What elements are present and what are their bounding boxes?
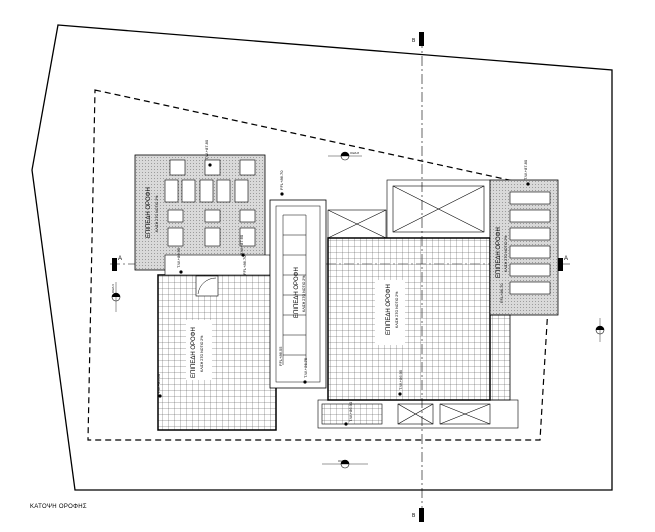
- level-ffl-8670b: FFL+86.70: [242, 255, 247, 275]
- level-tw-8780b: T.W.+87.80: [523, 159, 528, 180]
- roof-label-r: ΕΠΙΠΕΔΗ ΟΡΟΦΗ: [496, 227, 502, 278]
- roof-label-ll: ΕΠΙΠΕΔΗ ΟΡΟΦΗ: [191, 327, 197, 378]
- roof-label-stair: ΕΠΙΠΕΔΗ ΟΡΟΦΗ: [294, 267, 300, 318]
- section-a-right: A: [564, 256, 568, 262]
- section-cut-top: [419, 32, 424, 46]
- level-tw-8690: T.W.+86.90: [348, 401, 353, 422]
- level-tw-8550: T.W.+85.50: [156, 373, 161, 394]
- level-markers: [158, 163, 530, 426]
- benchmark-top-label: ΟΘΑ 8: [350, 151, 359, 155]
- roof-sublabel-ul: ΚΛΙΣΗ ΣΤΟ ΝΟΤΙΟ 2%: [155, 196, 159, 232]
- roof-central: ΕΠΙΠΕΔΗ ΟΡΟΦΗ ΚΛΙΣΗ ΣΤΟ ΝΟΤΙΟ 2%: [327, 237, 491, 401]
- section-cut-bottom: [419, 508, 424, 522]
- benchmark-bottom-label: ΟΘΑ 4: [338, 459, 347, 463]
- roof-sublabel-stair: ΚΛΙΣΗ ΣΤΟ ΝΟΤΙΟ 2%: [302, 276, 306, 312]
- level-ffl-8655: FFL+86.55: [278, 346, 283, 366]
- section-label-bottom: B: [412, 513, 416, 519]
- roof-sublabel-r: ΚΛΙΣΗ ΣΤΟ ΝΟΤΙΟ 2%: [504, 236, 508, 272]
- level-tw-8780: T.W.+87.80: [204, 139, 209, 160]
- level-tw-8695: T.W.+86.95: [176, 247, 181, 268]
- skylight-boxes-bottom: [317, 399, 519, 429]
- benchmark-top: ΟΘΑ 8: [328, 151, 362, 161]
- level-tw-8760: T.W.+87.60: [239, 234, 244, 255]
- roof-label-c: ΕΠΙΠΕΔΗ ΟΡΟΦΗ: [386, 284, 392, 335]
- level-ffl-8670c: FFL+86.70: [499, 283, 504, 303]
- drawing-caption: ΚΑΤΟΨΗ ΟΡΟΦΗΣ: [30, 504, 87, 510]
- level-ffl-8670: FFL+86.70: [279, 170, 284, 190]
- roof-label-ul: ΕΠΙΠΕΔΗ ΟΡΟΦΗ: [146, 187, 152, 238]
- level-tw-8695b: T.W.+86.95: [398, 369, 403, 390]
- benchmark-bottom: ΟΘΑ 4: [322, 459, 368, 469]
- skylight-boxes-top: [327, 179, 491, 239]
- roof-right-lower: [489, 314, 511, 401]
- level-annotations: T.W.+87.80 FFL+86.70 T.W.+86.95 T.W.+87.…: [156, 139, 528, 422]
- roof-upper-left: ΕΠΙΠΕΔΗ ΟΡΟΦΗ ΚΛΙΣΗ ΣΤΟ ΝΟΤΙΟ 2%: [134, 154, 266, 271]
- benchmark-left: ΟΘΑ 6: [111, 282, 121, 312]
- section-label-top: B: [412, 38, 416, 44]
- benchmark-right: [595, 318, 605, 342]
- roof-lower-left: ΕΠΙΠΕΔΗ ΟΡΟΦΗ ΚΛΙΣΗ ΣΤΟ ΝΟΤΙΟ 2%: [157, 274, 277, 431]
- section-cut-right: [558, 258, 563, 271]
- setback-line: [87, 89, 556, 441]
- roof-right: ΕΠΙΠΕΔΗ ΟΡΟΦΗ ΚΛΙΣΗ ΣΤΟ ΝΟΤΙΟ 2%: [489, 179, 559, 316]
- roof-sublabel-c: ΚΛΙΣΗ ΣΤΟ ΝΟΤΙΟ 2%: [395, 292, 399, 328]
- benchmark-left-label: ΟΘΑ 6: [111, 284, 115, 293]
- plot-boundary: [31, 24, 613, 491]
- roof-sublabel-ll: ΚΛΙΣΗ ΣΤΟ ΝΟΤΙΟ 2%: [200, 336, 204, 372]
- section-cut-left: [112, 258, 117, 271]
- stair-block: ΕΠΙΠΕΔΗ ΟΡΟΦΗ ΚΛΙΣΗ ΣΤΟ ΝΟΤΙΟ 2%: [269, 199, 327, 389]
- level-tw-8675: T.W.+86.75: [303, 357, 308, 378]
- section-a-left: A: [118, 256, 122, 262]
